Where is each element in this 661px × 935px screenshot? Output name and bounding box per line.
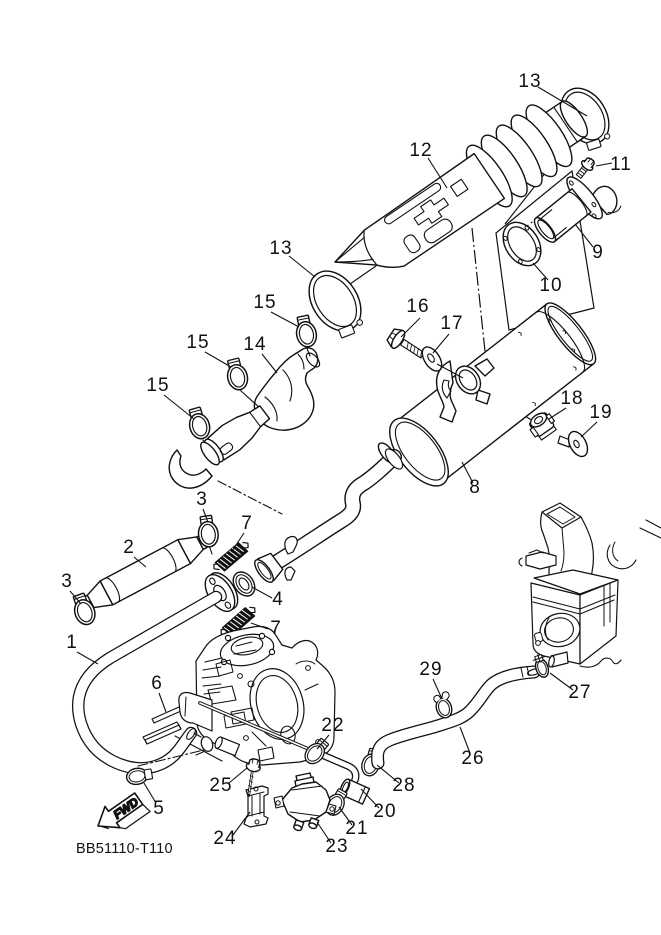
svg-text:19: 19	[589, 402, 612, 423]
svg-text:7: 7	[241, 513, 253, 534]
svg-text:22: 22	[321, 715, 344, 736]
svg-text:3: 3	[61, 571, 73, 592]
svg-text:15: 15	[146, 375, 169, 396]
svg-text:6: 6	[151, 673, 163, 694]
svg-text:7: 7	[270, 618, 282, 639]
svg-text:27: 27	[568, 682, 591, 703]
svg-text:15: 15	[253, 292, 276, 313]
svg-text:12: 12	[409, 140, 432, 161]
svg-text:3: 3	[196, 489, 208, 510]
svg-text:8: 8	[469, 477, 481, 498]
svg-text:13: 13	[518, 71, 541, 92]
svg-text:16: 16	[406, 296, 429, 317]
svg-text:29: 29	[419, 659, 442, 680]
svg-text:18: 18	[560, 388, 583, 409]
svg-text:10: 10	[539, 275, 562, 296]
svg-text:BB51110-T110: BB51110-T110	[76, 841, 173, 857]
svg-text:2: 2	[123, 537, 135, 558]
svg-text:26: 26	[461, 748, 484, 769]
svg-text:20: 20	[373, 801, 396, 822]
svg-text:9: 9	[592, 242, 604, 263]
svg-text:5: 5	[153, 798, 165, 819]
svg-text:17: 17	[440, 313, 463, 334]
svg-text:15: 15	[186, 332, 209, 353]
svg-text:25: 25	[209, 775, 232, 796]
svg-text:13: 13	[269, 238, 292, 259]
svg-text:24: 24	[213, 828, 236, 849]
svg-text:21: 21	[345, 818, 368, 839]
svg-text:28: 28	[392, 775, 415, 796]
svg-text:4: 4	[272, 589, 284, 610]
svg-text:11: 11	[610, 154, 632, 175]
svg-text:1: 1	[66, 632, 78, 653]
svg-text:14: 14	[243, 334, 266, 355]
svg-text:23: 23	[325, 836, 348, 857]
